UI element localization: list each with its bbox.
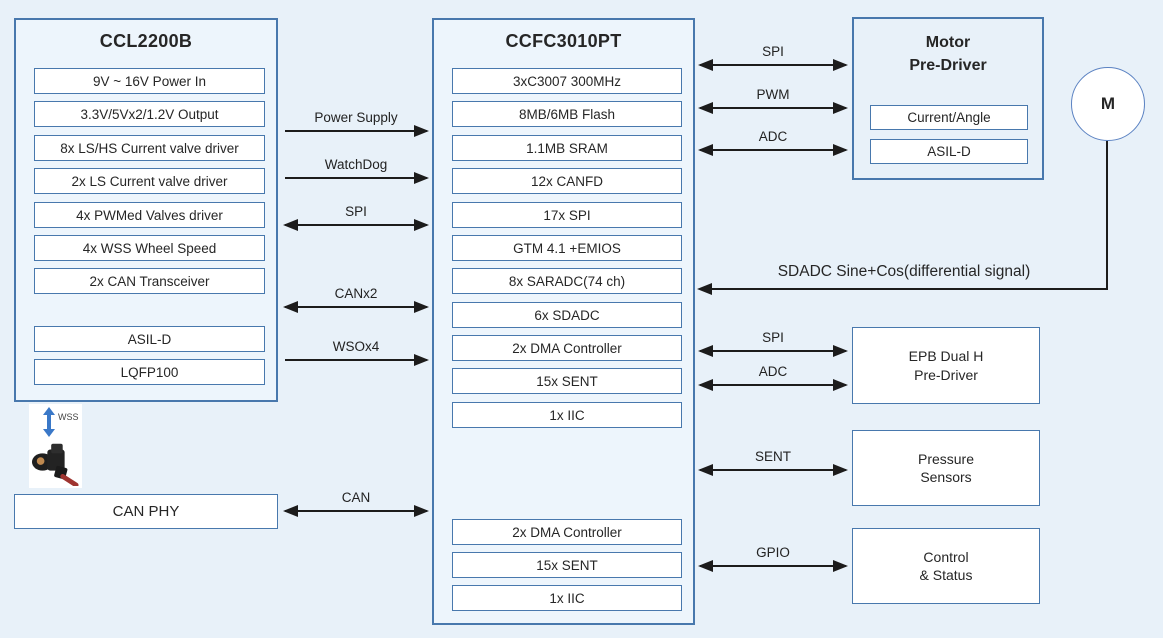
arrowhead-right-icon bbox=[833, 463, 848, 476]
wss-sensor-image: WSS bbox=[29, 404, 82, 488]
feature-row: 4x PWMed Valves driver bbox=[34, 202, 265, 228]
feature-row: 2x LS Current valve driver bbox=[34, 168, 265, 194]
feature-row: 17x SPI bbox=[452, 202, 682, 228]
feature-row: GTM 4.1 +EMIOS bbox=[452, 235, 682, 261]
sdadc-vertical-line bbox=[1106, 141, 1108, 289]
arrowhead-left-icon bbox=[283, 218, 298, 231]
arrowhead-right-icon bbox=[833, 101, 848, 114]
feature-row: 1x IIC bbox=[452, 585, 682, 611]
connector-label: PWM bbox=[756, 87, 790, 102]
feature-row: 15x SENT bbox=[452, 368, 682, 394]
connector-label: ADC bbox=[758, 129, 788, 144]
arrowhead-right-icon bbox=[833, 559, 848, 572]
can-phy-label: CAN PHY bbox=[112, 502, 180, 520]
feature-row: Current/Angle bbox=[870, 105, 1028, 130]
connector-label: SPI bbox=[762, 330, 784, 345]
can-phy-box: CAN PHY bbox=[14, 494, 278, 529]
arrowhead-right-icon bbox=[833, 143, 848, 156]
control-label-line1: Control bbox=[923, 548, 969, 565]
motor-circle-label: M bbox=[1100, 94, 1116, 113]
connector-label: GPIO bbox=[756, 545, 790, 560]
arrowhead-left-icon bbox=[698, 559, 713, 572]
pressure-box: Pressure Sensors bbox=[852, 430, 1040, 506]
arrowhead-left-icon bbox=[283, 300, 298, 313]
feature-row: 2x CAN Transceiver bbox=[34, 268, 265, 294]
connector-label: SENT bbox=[754, 449, 791, 464]
arrowhead-left-icon bbox=[698, 344, 713, 357]
epb-box: EPB Dual H Pre-Driver bbox=[852, 327, 1040, 404]
feature-row: 9V ~ 16V Power In bbox=[34, 68, 265, 94]
feature-row: 1x IIC bbox=[452, 402, 682, 428]
epb-label-line2: Pre-Driver bbox=[914, 366, 978, 383]
feature-row: 4x WSS Wheel Speed bbox=[34, 235, 265, 261]
feature-row: 8x LS/HS Current valve driver bbox=[34, 135, 265, 161]
feature-row: 12x CANFD bbox=[452, 168, 682, 194]
arrowhead-right-icon bbox=[414, 504, 429, 517]
arrowhead-right-icon bbox=[414, 171, 429, 184]
arrowhead-right-icon bbox=[414, 353, 429, 366]
feature-row: 8x SARADC(74 ch) bbox=[452, 268, 682, 294]
arrowhead-right-icon bbox=[414, 300, 429, 313]
arrowhead-right-icon bbox=[414, 124, 429, 137]
feature-row: LQFP100 bbox=[34, 359, 265, 385]
connector-label: CANx2 bbox=[334, 286, 378, 301]
connector-label: Power Supply bbox=[314, 110, 398, 125]
sdadc-horizontal-line bbox=[702, 288, 1108, 290]
arrowhead-left-icon bbox=[698, 58, 713, 71]
motor-pre-driver-box: Motor Pre-Driver Current/Angle ASIL-D bbox=[852, 17, 1044, 180]
arrowhead-left-icon bbox=[698, 463, 713, 476]
connector-label: SPI bbox=[345, 204, 367, 219]
arrowhead-right-icon bbox=[833, 58, 848, 71]
motor-box-title-line1: Motor bbox=[925, 34, 971, 51]
sdadc-label: SDADC Sine+Cos(differential signal) bbox=[777, 263, 1031, 280]
pressure-label-line1: Pressure bbox=[917, 450, 975, 467]
wheel-speed-sensor-icon bbox=[31, 443, 79, 486]
box-title: CCFC3010PT bbox=[505, 31, 622, 51]
connector-label: SPI bbox=[762, 44, 784, 59]
feature-row: 6x SDADC bbox=[452, 302, 682, 328]
arrowhead-right-icon bbox=[833, 378, 848, 391]
ccl2200b-box: CCL2200B 9V ~ 16V Power In 3.3V/5Vx2/1.2… bbox=[14, 18, 278, 402]
arrowhead-right-icon bbox=[833, 344, 848, 357]
epb-label-line1: EPB Dual H bbox=[908, 348, 984, 365]
feature-row: 1.1MB SRAM bbox=[452, 135, 682, 161]
connector-label: WatchDog bbox=[324, 157, 388, 172]
control-label-line2: & Status bbox=[919, 567, 973, 583]
arrowhead-left-icon bbox=[698, 143, 713, 156]
pressure-label-line2: Sensors bbox=[920, 469, 972, 485]
feature-row: 8MB/6MB Flash bbox=[452, 101, 682, 127]
motor-box-title-line2: Pre-Driver bbox=[909, 57, 987, 75]
wss-arrow-icon bbox=[43, 407, 55, 437]
arrowhead-left-icon bbox=[697, 282, 712, 295]
feature-row: 2x DMA Controller bbox=[452, 519, 682, 545]
arrowhead-right-icon bbox=[414, 218, 429, 231]
box-title: CCL2200B bbox=[99, 31, 193, 51]
connector-label: CAN bbox=[341, 490, 371, 505]
control-box: Control & Status bbox=[852, 528, 1040, 604]
feature-row: 3.3V/5Vx2/1.2V Output bbox=[34, 101, 265, 127]
feature-row: 3xC3007 300MHz bbox=[452, 68, 682, 94]
feature-row: ASIL-D bbox=[870, 139, 1028, 164]
connector-label: WSOx4 bbox=[332, 339, 380, 354]
motor-circle: M bbox=[1071, 67, 1145, 141]
wss-label: WSS bbox=[58, 412, 79, 422]
feature-row: 2x DMA Controller bbox=[452, 335, 682, 361]
feature-row: 15x SENT bbox=[452, 552, 682, 578]
arrowhead-left-icon bbox=[698, 378, 713, 391]
feature-row: ASIL-D bbox=[34, 326, 265, 352]
arrowhead-left-icon bbox=[283, 504, 298, 517]
ccfc3010pt-box: CCFC3010PT 3xC3007 300MHz 8MB/6MB Flash … bbox=[432, 18, 695, 625]
connector-label: ADC bbox=[758, 364, 788, 379]
arrowhead-left-icon bbox=[698, 101, 713, 114]
